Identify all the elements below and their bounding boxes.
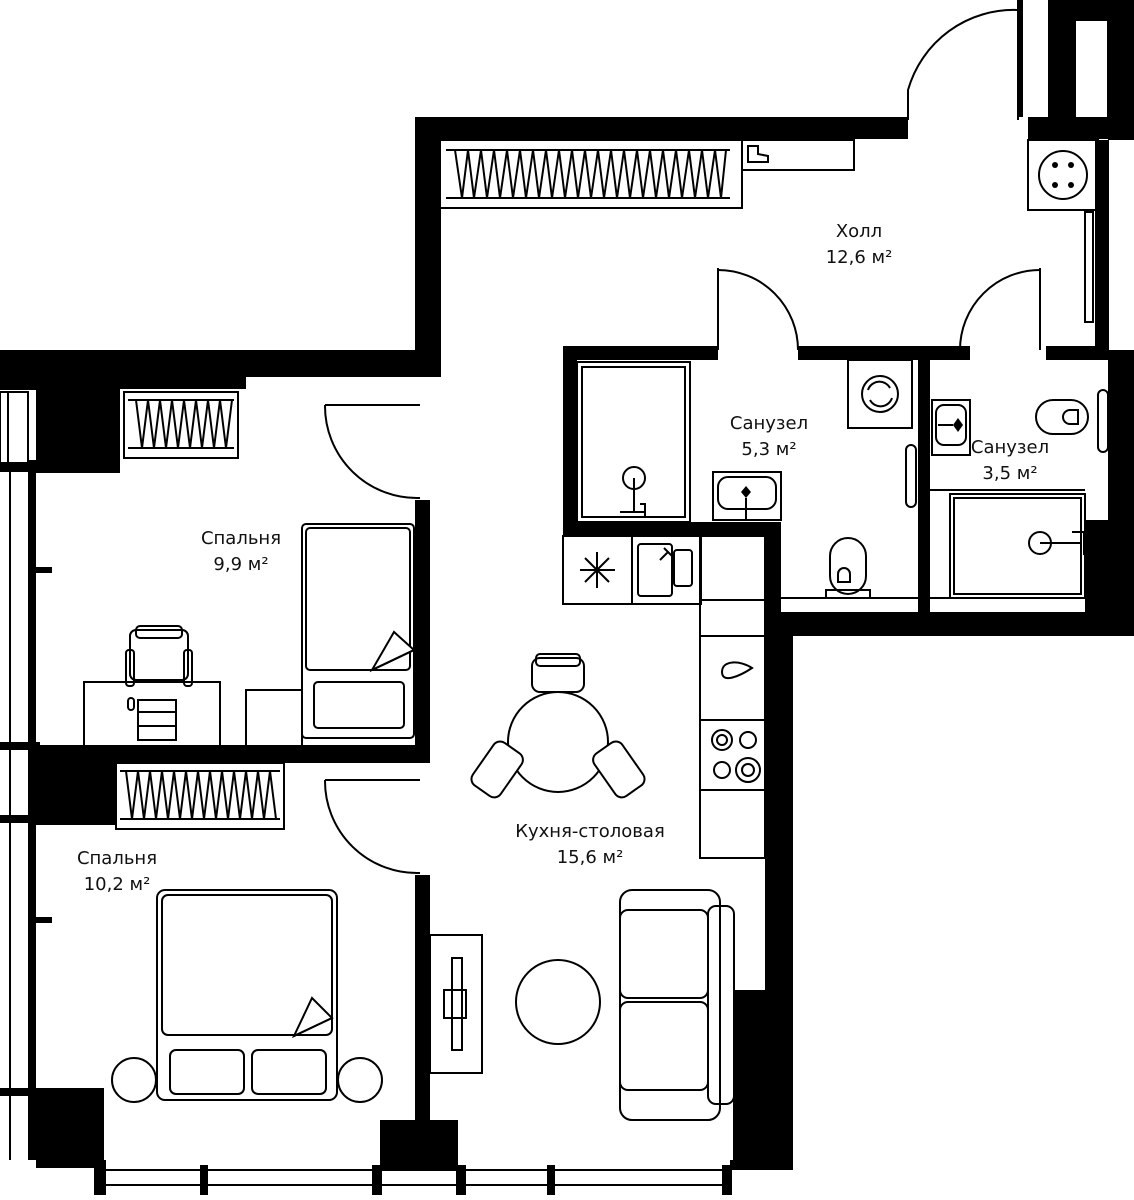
room-label-bedroom1: Спальня 9,9 м² — [186, 526, 296, 578]
sofa — [619, 889, 735, 1121]
room-label-bedroom2: Спальня 10,2 м² — [62, 846, 172, 898]
tv-unit — [429, 934, 483, 1074]
room-label-bathroom2: Санузел 3,5 м² — [955, 435, 1065, 487]
wardrobe-bedroom2 — [115, 762, 285, 830]
room-label-kitchen: Кухня-столовая 15,6 м² — [500, 819, 680, 871]
doors — [323, 5, 1041, 875]
room-area: 12,6 м² — [825, 247, 893, 268]
room-label-hall: Холл 12,6 м² — [806, 219, 912, 271]
bedroom2-furniture — [111, 889, 383, 1103]
room-area: 3,5 м² — [982, 463, 1038, 484]
windows — [0, 19, 1109, 1195]
room-name: Санузел — [970, 437, 1050, 458]
wardrobe-hall — [439, 139, 855, 209]
room-area: 10,2 м² — [83, 874, 151, 895]
room-label-bathroom1: Санузел 5,3 м² — [714, 411, 824, 463]
coffee-table — [515, 959, 601, 1045]
wardrobe-bedroom1 — [123, 391, 239, 459]
bathroom1-fixtures — [576, 359, 918, 599]
bedroom1-furniture — [83, 523, 416, 747]
room-name: Холл — [835, 221, 883, 242]
dining-table — [470, 653, 646, 799]
walls — [0, 0, 1134, 1170]
room-name: Санузел — [729, 413, 809, 434]
room-area: 9,9 м² — [213, 554, 269, 575]
hall-fixtures — [1027, 139, 1099, 323]
bathroom2-fixtures — [930, 389, 1109, 599]
room-name: Спальня — [76, 848, 158, 869]
room-area: 5,3 м² — [741, 439, 797, 460]
kitchen-fixtures — [562, 535, 766, 859]
room-name: Кухня-столовая — [515, 821, 665, 842]
room-name: Спальня — [200, 528, 282, 549]
room-area: 15,6 м² — [556, 847, 624, 868]
